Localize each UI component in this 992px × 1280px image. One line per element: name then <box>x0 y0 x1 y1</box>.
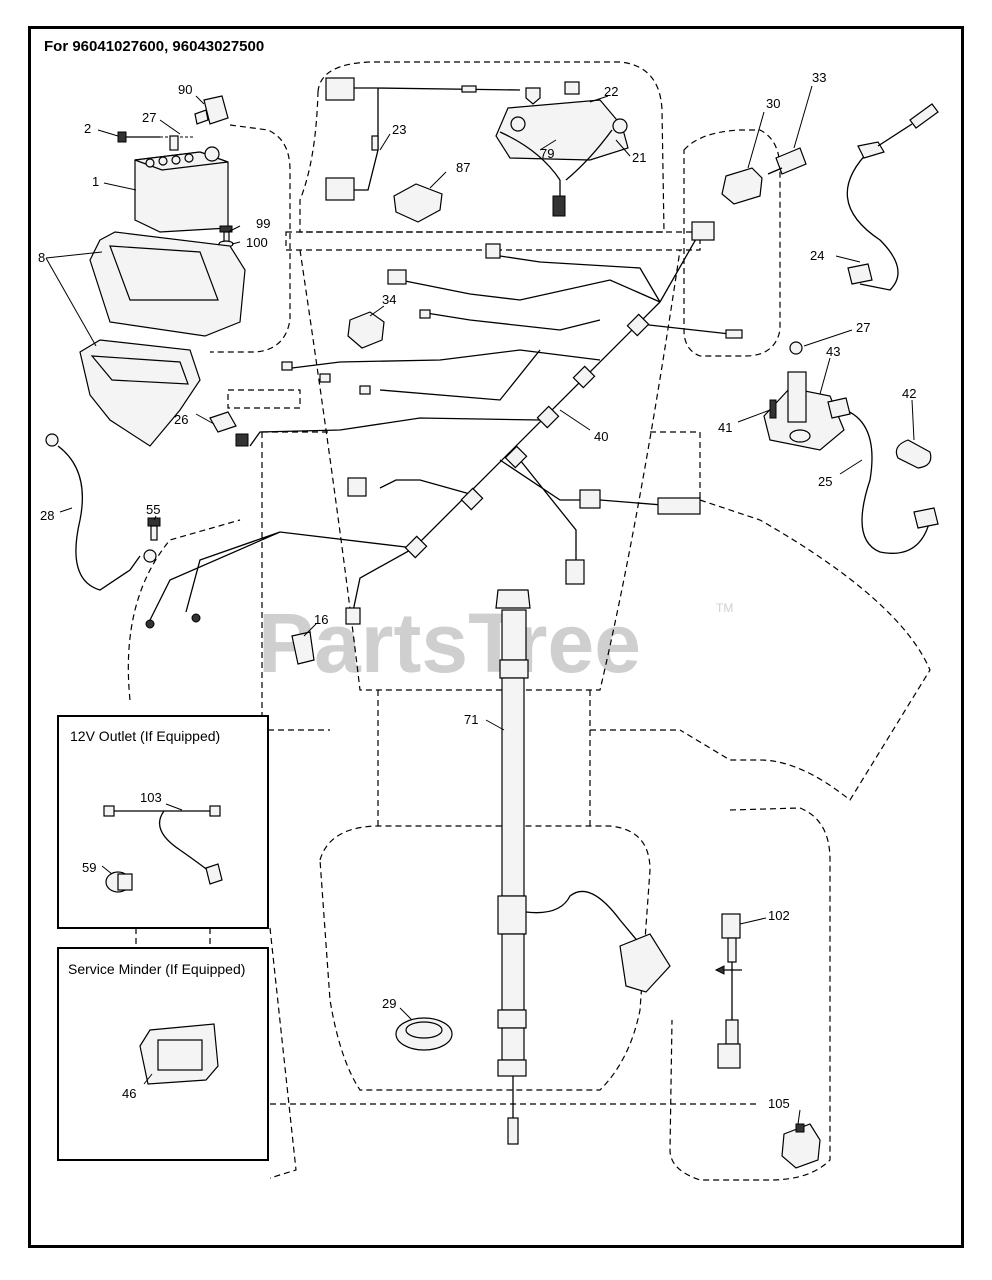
inset-service-title: Service Minder (If Equipped) <box>68 961 245 977</box>
label-43: 43 <box>826 344 840 359</box>
battery-cover-90 <box>194 95 229 125</box>
relay-87 <box>393 183 443 223</box>
label-40: 40 <box>594 429 608 444</box>
body-outline <box>299 249 681 691</box>
label-27b: 27 <box>856 320 870 335</box>
console-harness <box>325 77 629 223</box>
seat-switch-79 <box>495 99 629 217</box>
battery-1 <box>134 135 229 233</box>
cable-28 <box>45 433 157 591</box>
label-2: 2 <box>84 121 91 136</box>
mid-rails-outline <box>377 690 591 826</box>
bottom-left-outline <box>269 927 297 1179</box>
ground-terminal-2 <box>191 613 201 623</box>
main-harness-40 <box>149 221 743 625</box>
battery-tray-8 <box>79 231 246 447</box>
console-outline <box>299 61 665 233</box>
inset-12v-outlet: 12V Outlet (If Equipped) <box>57 715 269 929</box>
right-fender-outline <box>679 499 931 801</box>
part-105 <box>781 1123 821 1169</box>
battery-zone-outline <box>210 124 291 353</box>
switch-16 <box>291 631 315 665</box>
label-55: 55 <box>146 502 160 517</box>
label-79: 79 <box>540 146 554 161</box>
label-59: 59 <box>82 860 96 875</box>
harness-102 <box>714 913 742 1069</box>
label-41: 41 <box>718 420 732 435</box>
bolt-2 <box>117 131 195 143</box>
leader-lines <box>45 85 915 1125</box>
inset-connector-dash <box>135 928 211 946</box>
watermark: PartsTree <box>258 596 641 690</box>
connector-23 <box>325 177 355 201</box>
label-23: 23 <box>392 122 406 137</box>
harness-71 <box>495 589 671 1145</box>
dashed-outlines <box>127 61 931 1181</box>
label-28: 28 <box>40 508 54 523</box>
label-87: 87 <box>456 160 470 175</box>
label-16: 16 <box>314 612 328 627</box>
label-103: 103 <box>140 790 162 805</box>
connector-ignition <box>691 221 715 241</box>
grommet-29 <box>395 1017 453 1051</box>
label-29: 29 <box>382 996 396 1011</box>
label-71: 71 <box>464 712 478 727</box>
label-33: 33 <box>812 70 826 85</box>
switch-34 <box>347 311 385 349</box>
part-26 <box>209 411 237 433</box>
label-42: 42 <box>902 386 916 401</box>
label-26: 26 <box>174 412 188 427</box>
ignition-switch-30 <box>721 167 763 205</box>
bolt-55 <box>147 517 161 541</box>
diagram-title: For 96041027600, 96043027500 <box>44 38 265 55</box>
seat-area-outline <box>319 825 651 1091</box>
label-100: 100 <box>246 235 268 250</box>
watermark-tm: TM <box>716 601 733 615</box>
service-minder-46 <box>139 1023 219 1085</box>
label-105: 105 <box>768 1096 790 1111</box>
rear-right-outline <box>669 807 831 1181</box>
label-27a: 27 <box>142 110 156 125</box>
label-34: 34 <box>382 292 396 307</box>
label-46: 46 <box>122 1086 136 1101</box>
cable-25 <box>827 397 939 554</box>
key-33 <box>775 147 807 175</box>
part-labels: 90 2 27 1 99 100 8 22 23 79 21 87 30 33 … <box>38 70 916 1111</box>
label-22: 22 <box>604 84 618 99</box>
terminal-boot-42 <box>895 439 932 469</box>
inset-12v-title: 12V Outlet (If Equipped) <box>70 728 220 744</box>
battery-group <box>79 95 246 447</box>
label-102: 102 <box>768 908 790 923</box>
dash-panel-outline <box>285 231 701 251</box>
solenoid-43 <box>763 341 845 451</box>
right-frame-outline <box>650 431 701 500</box>
label-25: 25 <box>818 474 832 489</box>
label-30: 30 <box>766 96 780 111</box>
label-24: 24 <box>810 248 824 263</box>
label-8: 8 <box>38 250 45 265</box>
connector-71b <box>619 933 671 993</box>
label-21: 21 <box>632 150 646 165</box>
ignition-zone-outline <box>683 129 781 357</box>
left-wheel-outline <box>127 519 241 701</box>
small-bracket-outline <box>227 389 301 409</box>
label-99: 99 <box>256 216 270 231</box>
label-1: 1 <box>92 174 99 189</box>
inset-service-minder: Service Minder (If Equipped) <box>57 947 269 1161</box>
diagram-frame <box>28 26 964 1248</box>
cable-24 <box>846 103 939 291</box>
connector-22a <box>325 77 355 101</box>
ignition-group <box>721 103 939 554</box>
ground-terminal <box>145 619 155 629</box>
label-90: 90 <box>178 82 192 97</box>
outlet-59 <box>105 871 133 893</box>
